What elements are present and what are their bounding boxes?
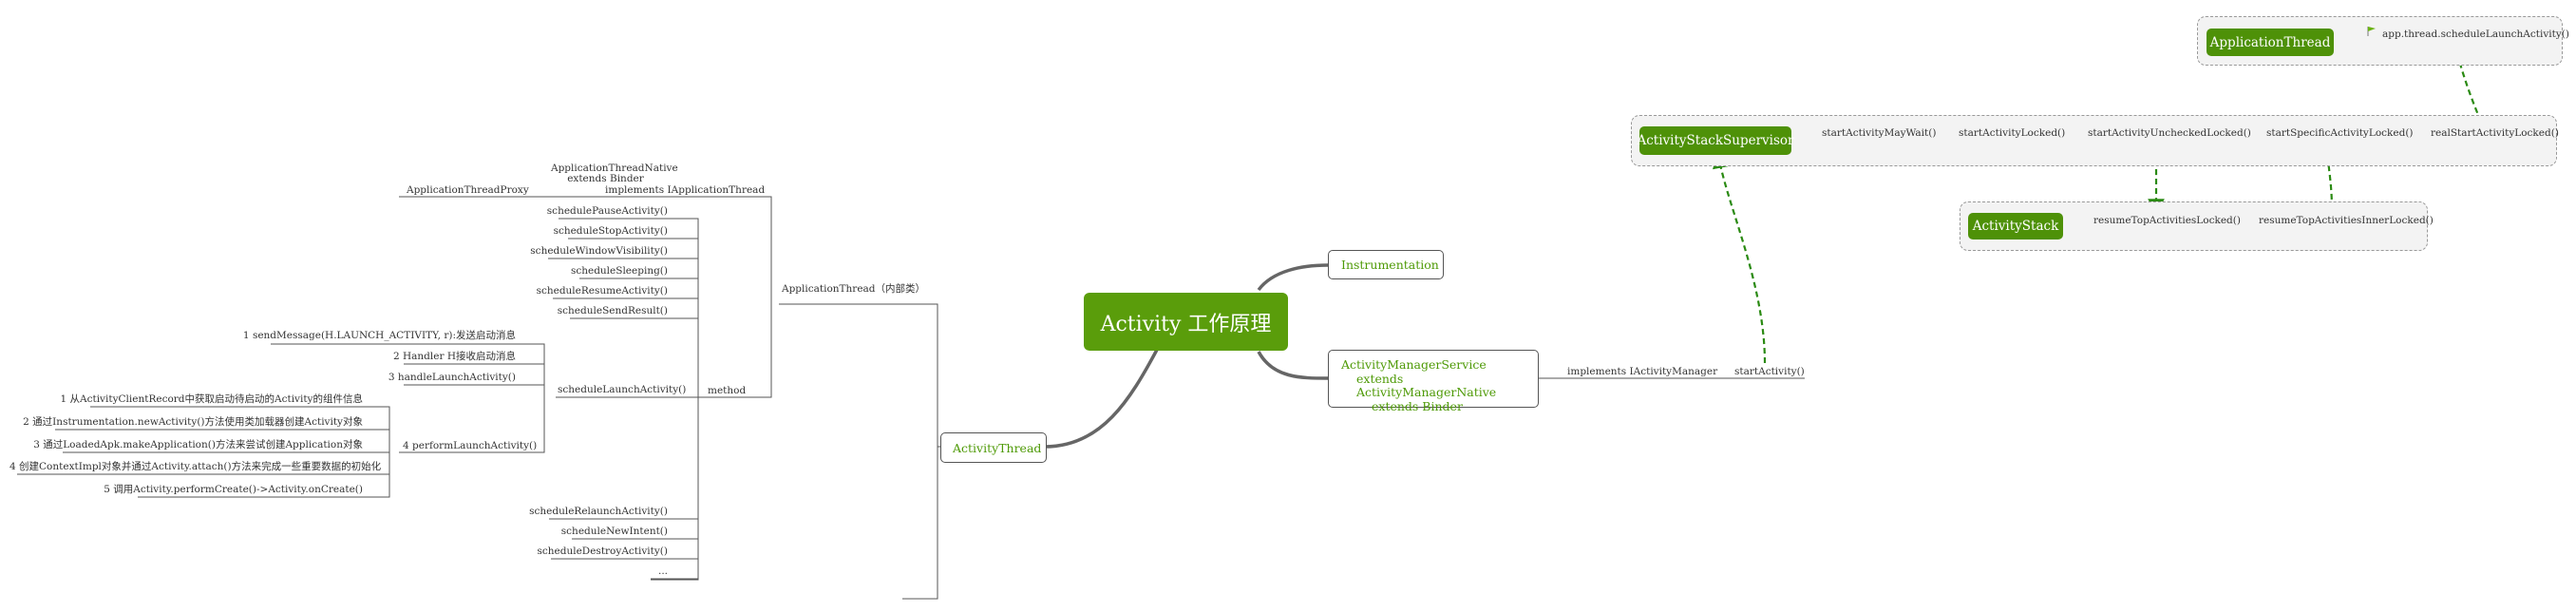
implements-iactivitymanager: implements IActivityManager xyxy=(1567,366,1718,377)
launch-step-1: 1 sendMessage(H.LAUNCH_ACTIVITY, r):发送启动… xyxy=(242,330,516,341)
schedule-destroy-activity[interactable]: scheduleDestroyActivity() xyxy=(537,546,669,557)
instrumentation-node[interactable]: Instrumentation xyxy=(1328,250,1444,279)
implements-iapplicationthread: implements IApplicationThread xyxy=(605,184,766,196)
schedule-sleeping[interactable]: scheduleSleeping() xyxy=(570,265,668,277)
ams-node[interactable]: ActivityManagerService extends ActivityM… xyxy=(1328,350,1539,412)
perform-step-3: 3 通过LoadedApk.makeApplication()方法来尝试创建Ap… xyxy=(33,439,363,450)
schedule-stop-activity[interactable]: scheduleStopActivity() xyxy=(553,225,668,237)
real-start-activity-locked[interactable]: realStartActivityLocked() xyxy=(2431,127,2559,139)
launch-step-3: 3 handleLaunchActivity() xyxy=(388,372,516,383)
app-thread-schedule-launch[interactable]: app.thread.scheduleLaunchActivity() xyxy=(2382,29,2569,40)
activity-thread-label: ActivityThread xyxy=(953,440,1042,455)
instrumentation-label: Instrumentation xyxy=(1341,258,1439,272)
activity-stack-supervisor-node[interactable]: ActivityStackSupervisor xyxy=(1638,126,1794,155)
launch-step-2: 2 Handler H接收启动消息 xyxy=(392,351,516,362)
perform-step-4: 4 创建ContextImpl对象并通过Activity.attach()方法来… xyxy=(9,461,382,472)
schedule-window-visibility[interactable]: scheduleWindowVisibility() xyxy=(530,245,668,257)
center-node[interactable]: Activity 工作原理 xyxy=(1084,293,1288,351)
perform-step-5: 5 调用Activity.performCreate()->Activity.o… xyxy=(104,484,363,495)
ams-line-2: extends ActivityManagerNative xyxy=(1356,371,1497,399)
perform-step-1: 1 从ActivityClientRecord中获取启动待启动的Activity… xyxy=(60,393,364,405)
ams-line-3: extends Binder xyxy=(1372,398,1463,413)
start-specific-activity-locked[interactable]: startSpecificActivityLocked() xyxy=(2266,127,2414,139)
start-activity-locked[interactable]: startActivityLocked() xyxy=(1959,127,2066,139)
schedule-send-result[interactable]: scheduleSendResult() xyxy=(557,305,668,316)
method-label: method xyxy=(708,385,747,396)
resume-top-activities-locked[interactable]: resumeTopActivitiesLocked() xyxy=(2093,215,2241,226)
application-thread-native: ApplicationThreadNative extends Binder xyxy=(551,163,678,184)
activity-thread-node[interactable]: ActivityThread xyxy=(940,432,1047,463)
schedule-pause-activity[interactable]: schedulePauseActivity() xyxy=(546,205,668,217)
ams-line-1: ActivityManagerService xyxy=(1341,357,1487,372)
application-thread-node[interactable]: ApplicationThread xyxy=(2207,29,2334,56)
schedule-new-intent[interactable]: scheduleNewIntent() xyxy=(560,526,668,537)
schedule-resume-activity[interactable]: scheduleResumeActivity() xyxy=(536,285,668,297)
application-thread-inner: ApplicationThread（内部类） xyxy=(782,283,926,295)
native-line-2: extends Binder xyxy=(567,173,644,184)
start-activity[interactable]: startActivity() xyxy=(1734,366,1805,377)
native-line-1: ApplicationThreadNative xyxy=(551,163,678,174)
launch-step-4: 4 performLaunchActivity() xyxy=(403,440,538,451)
schedule-launch-activity[interactable]: scheduleLaunchActivity() xyxy=(558,384,687,395)
application-thread-proxy: ApplicationThreadProxy xyxy=(407,184,529,196)
perform-step-2: 2 通过Instrumentation.newActivity()方法使用类加载… xyxy=(23,416,363,428)
start-activity-may-wait[interactable]: startActivityMayWait() xyxy=(1822,127,1937,139)
activity-stack-node[interactable]: ActivityStack xyxy=(1968,213,2063,239)
more-methods: ... xyxy=(657,565,668,577)
schedule-relaunch-activity[interactable]: scheduleRelaunchActivity() xyxy=(529,506,668,517)
flag-icon xyxy=(2367,27,2376,36)
start-activity-unchecked-locked[interactable]: startActivityUncheckedLocked() xyxy=(2088,127,2251,139)
resume-top-activities-inner-locked[interactable]: resumeTopActivitiesInnerLocked() xyxy=(2259,215,2434,226)
